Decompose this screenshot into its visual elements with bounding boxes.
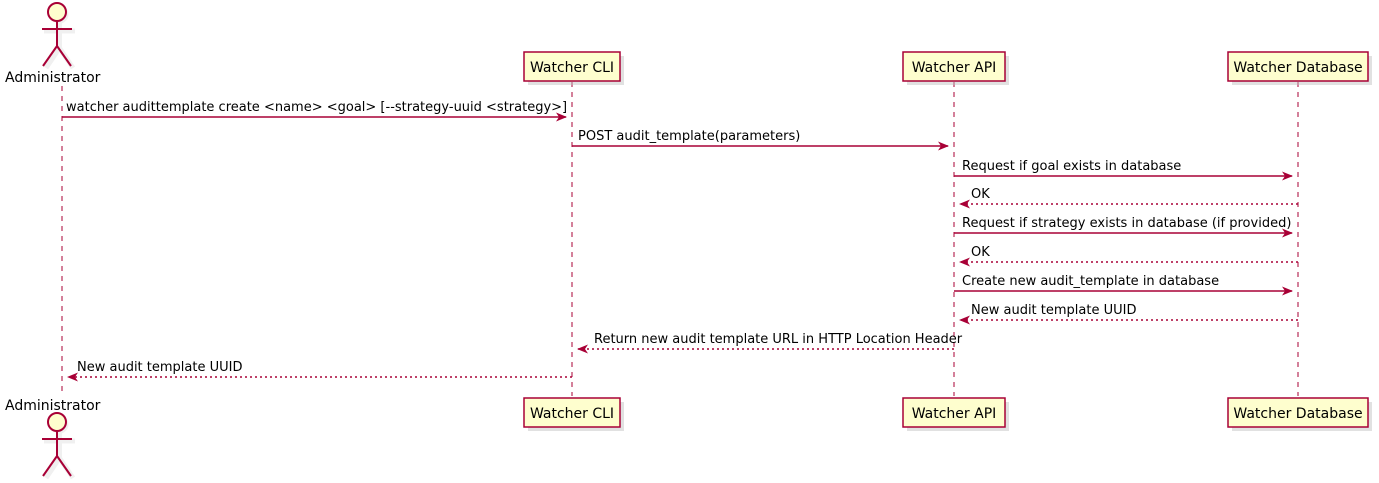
- participant-watcher-database-top[interactable]: Watcher Database: [1227, 51, 1372, 85]
- message-label: POST audit_template(parameters): [578, 129, 800, 144]
- actor-head-icon: [47, 412, 67, 432]
- actor-label-administrator-top: Administrator: [5, 70, 101, 86]
- participant-box: [1227, 51, 1369, 82]
- participant-box: [523, 51, 621, 82]
- message-label: Return new audit template URL in HTTP Lo…: [594, 332, 963, 347]
- actor-administrator-bottom[interactable]: Administrator: [5, 398, 101, 480]
- actor-leg-right-line: [56, 45, 72, 67]
- message-label: Request if strategy exists in database (…: [962, 216, 1291, 231]
- participant-watcher-cli-top[interactable]: Watcher CLI: [523, 51, 624, 85]
- participant-label-watcher-cli-bottom: Watcher CLI: [530, 406, 614, 422]
- message-1[interactable]: watcher audittemplate create <name> <goa…: [62, 100, 567, 122]
- message-3[interactable]: Request if goal exists in database: [954, 159, 1293, 181]
- message-label: OK: [971, 245, 990, 260]
- message-label: New audit template UUID: [971, 303, 1136, 318]
- actor-administrator-top[interactable]: Administrator: [5, 2, 101, 86]
- message-label: Create new audit_template in database: [962, 274, 1219, 289]
- participant-watcher-api-top[interactable]: Watcher API: [902, 51, 1009, 85]
- message-label: Request if goal exists in database: [962, 159, 1181, 174]
- message-label: OK: [971, 187, 990, 202]
- participant-watcher-database-bottom[interactable]: Watcher Database: [1227, 397, 1372, 431]
- participant-label-watcher-database-bottom: Watcher Database: [1233, 406, 1362, 422]
- message-9[interactable]: Return new audit template URL in HTTP Lo…: [577, 332, 963, 354]
- participant-box: [902, 51, 1006, 82]
- participant-box: [523, 397, 621, 428]
- participant-label-watcher-api-top: Watcher API: [912, 60, 997, 76]
- actor-label-administrator-bottom: Administrator: [5, 398, 101, 414]
- participant-label-watcher-api-bottom: Watcher API: [912, 406, 997, 422]
- participant-watcher-api-bottom[interactable]: Watcher API: [902, 397, 1009, 431]
- actor-leg-right-line: [56, 455, 72, 477]
- message-8[interactable]: New audit template UUID: [959, 303, 1298, 325]
- message-6[interactable]: OK: [959, 245, 1298, 267]
- message-7[interactable]: Create new audit_template in database: [954, 274, 1293, 296]
- message-label: New audit template UUID: [77, 360, 242, 375]
- message-2[interactable]: POST audit_template(parameters): [572, 129, 949, 151]
- actor-leg-left-line: [42, 45, 58, 67]
- participant-label-watcher-database-top: Watcher Database: [1233, 60, 1362, 76]
- message-5[interactable]: Request if strategy exists in database (…: [954, 216, 1293, 238]
- participant-label-watcher-cli-top: Watcher CLI: [530, 60, 614, 76]
- actor-head-icon: [47, 2, 67, 22]
- participant-box: [1227, 397, 1369, 428]
- participant-watcher-cli-bottom[interactable]: Watcher CLI: [523, 397, 624, 431]
- message-label: watcher audittemplate create <name> <goa…: [66, 100, 567, 115]
- message-4[interactable]: OK: [959, 187, 1298, 209]
- actor-leg-left-line: [42, 455, 58, 477]
- message-10[interactable]: New audit template UUID: [67, 360, 572, 382]
- messages-group: watcher audittemplate create <name> <goa…: [62, 100, 1298, 382]
- lifelines-group: [61, 82, 1299, 396]
- participant-box: [902, 397, 1006, 428]
